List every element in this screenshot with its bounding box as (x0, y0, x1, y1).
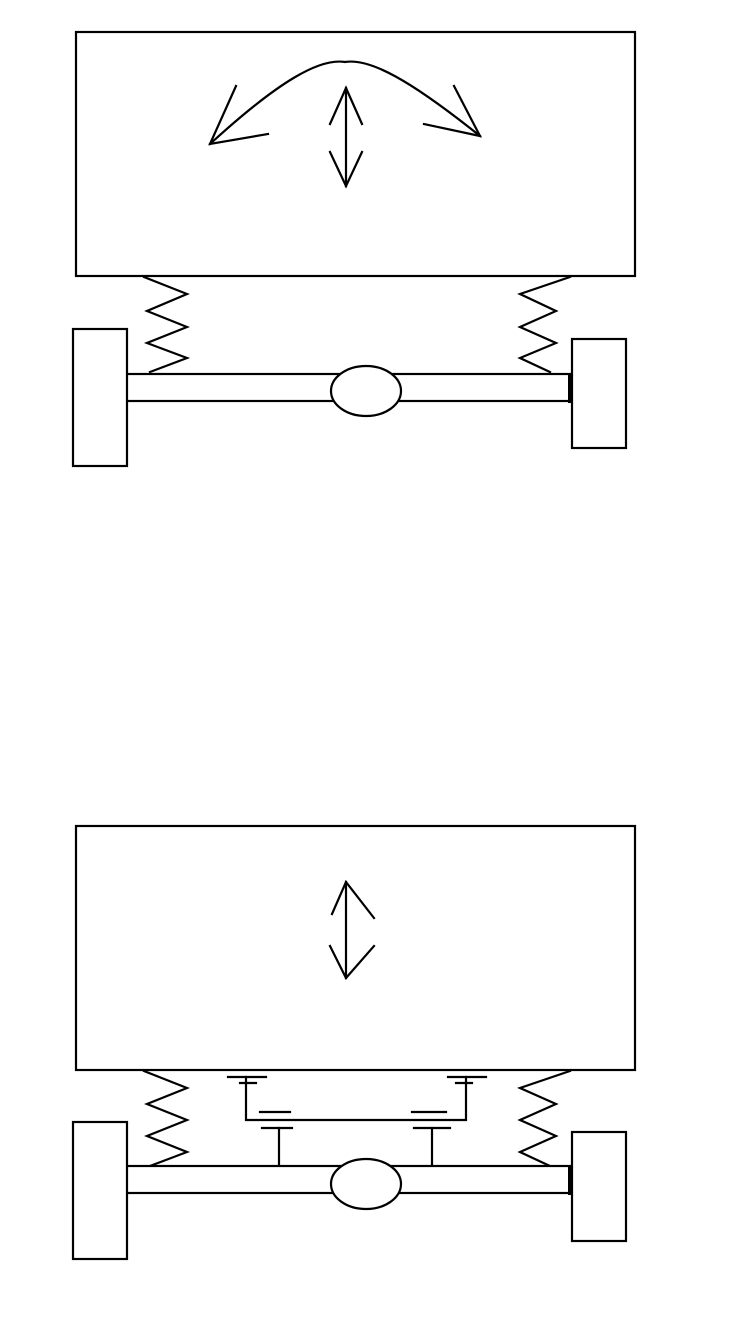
vertical-arrowhead-up (330, 879, 376, 920)
vertical-arrowhead-down (328, 150, 364, 189)
vertical-arrowhead-up (328, 85, 364, 126)
body-motion-arrows (208, 60, 483, 189)
left-wheel (71, 327, 129, 468)
differential (329, 364, 403, 418)
vertical-arrowhead-down (328, 944, 376, 980)
left-wheel (71, 1120, 129, 1261)
roll-arrowhead-left (208, 84, 270, 146)
vertical-motion-arrow (328, 879, 376, 980)
left-spring (142, 1069, 191, 1168)
differential (329, 1157, 403, 1211)
left-spring (142, 275, 191, 374)
right-spring (517, 275, 572, 374)
roll-arc (208, 60, 482, 146)
bottom-panel (71, 824, 637, 1261)
anti-roll-linkage (226, 1075, 488, 1168)
right-wheel (570, 1130, 628, 1243)
right-spring (516, 1069, 572, 1168)
vehicle-body (74, 824, 637, 1072)
right-wheel (570, 337, 628, 450)
top-panel (71, 30, 637, 468)
vehicle-body (74, 30, 637, 278)
stabilizer-bar (244, 1075, 468, 1122)
roll-arrowhead-right (422, 84, 483, 138)
